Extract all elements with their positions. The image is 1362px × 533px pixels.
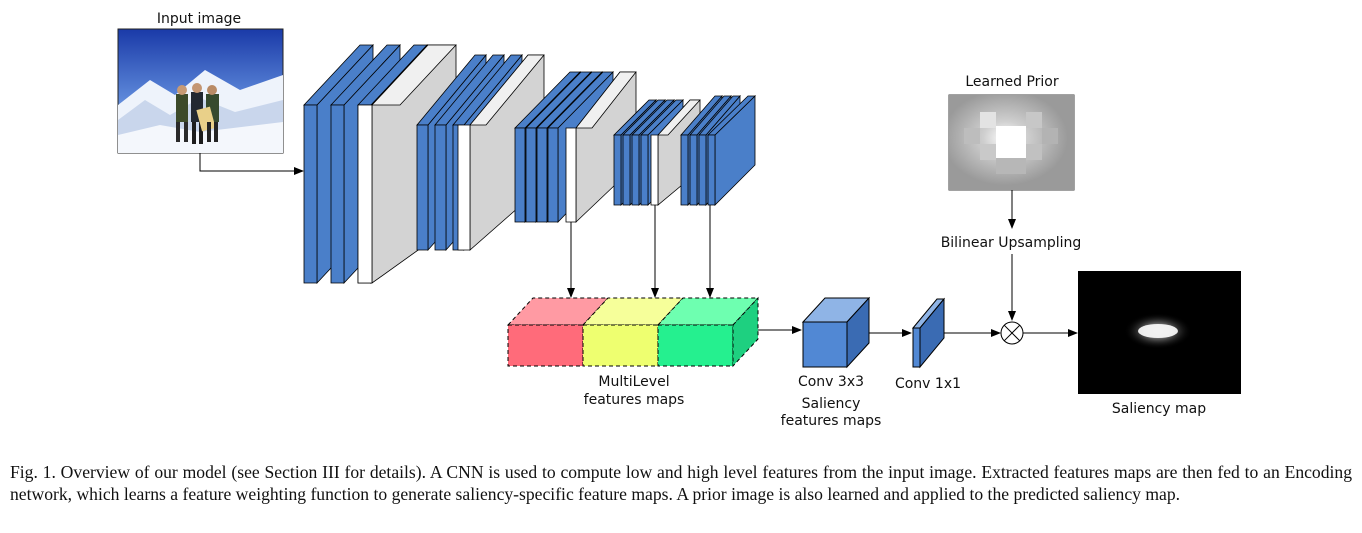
bilinear-upsampling-label: Bilinear Upsampling [941,235,1082,251]
conv1x1-block [911,297,946,369]
saliency-map-label: Saliency map [1112,401,1206,417]
multilevel-label-line1: MultiLevel [598,374,669,390]
conv3x3-label: Conv 3x3 [798,374,864,390]
people-figures [176,83,219,144]
cnn-block-5 [680,94,756,207]
cnn-block-2 [416,53,545,252]
figure-caption: Fig. 1. Overview of our model (see Secti… [10,462,1352,504]
multiply-operator-icon [1000,321,1024,345]
saliency-map-image [1078,271,1241,394]
input-to-cnn-arrow [199,153,304,175]
input-image-label: Input image [157,11,241,27]
cnn-block-3 [514,71,637,223]
multilevel-feature-maps [506,296,760,368]
conv1x1-label: Conv 1x1 [895,376,961,392]
multilevel-label-line2: features maps [584,392,685,408]
learned-prior-label: Learned Prior [965,74,1058,90]
input-image-thumbnail [117,28,284,154]
saliency-features-label-line1: Saliency [802,396,861,412]
saliency-features-label-line2: features maps [781,413,882,429]
learned-prior-image [948,94,1075,191]
conv3x3-block [801,296,871,369]
cnn-block-4 [613,99,701,206]
